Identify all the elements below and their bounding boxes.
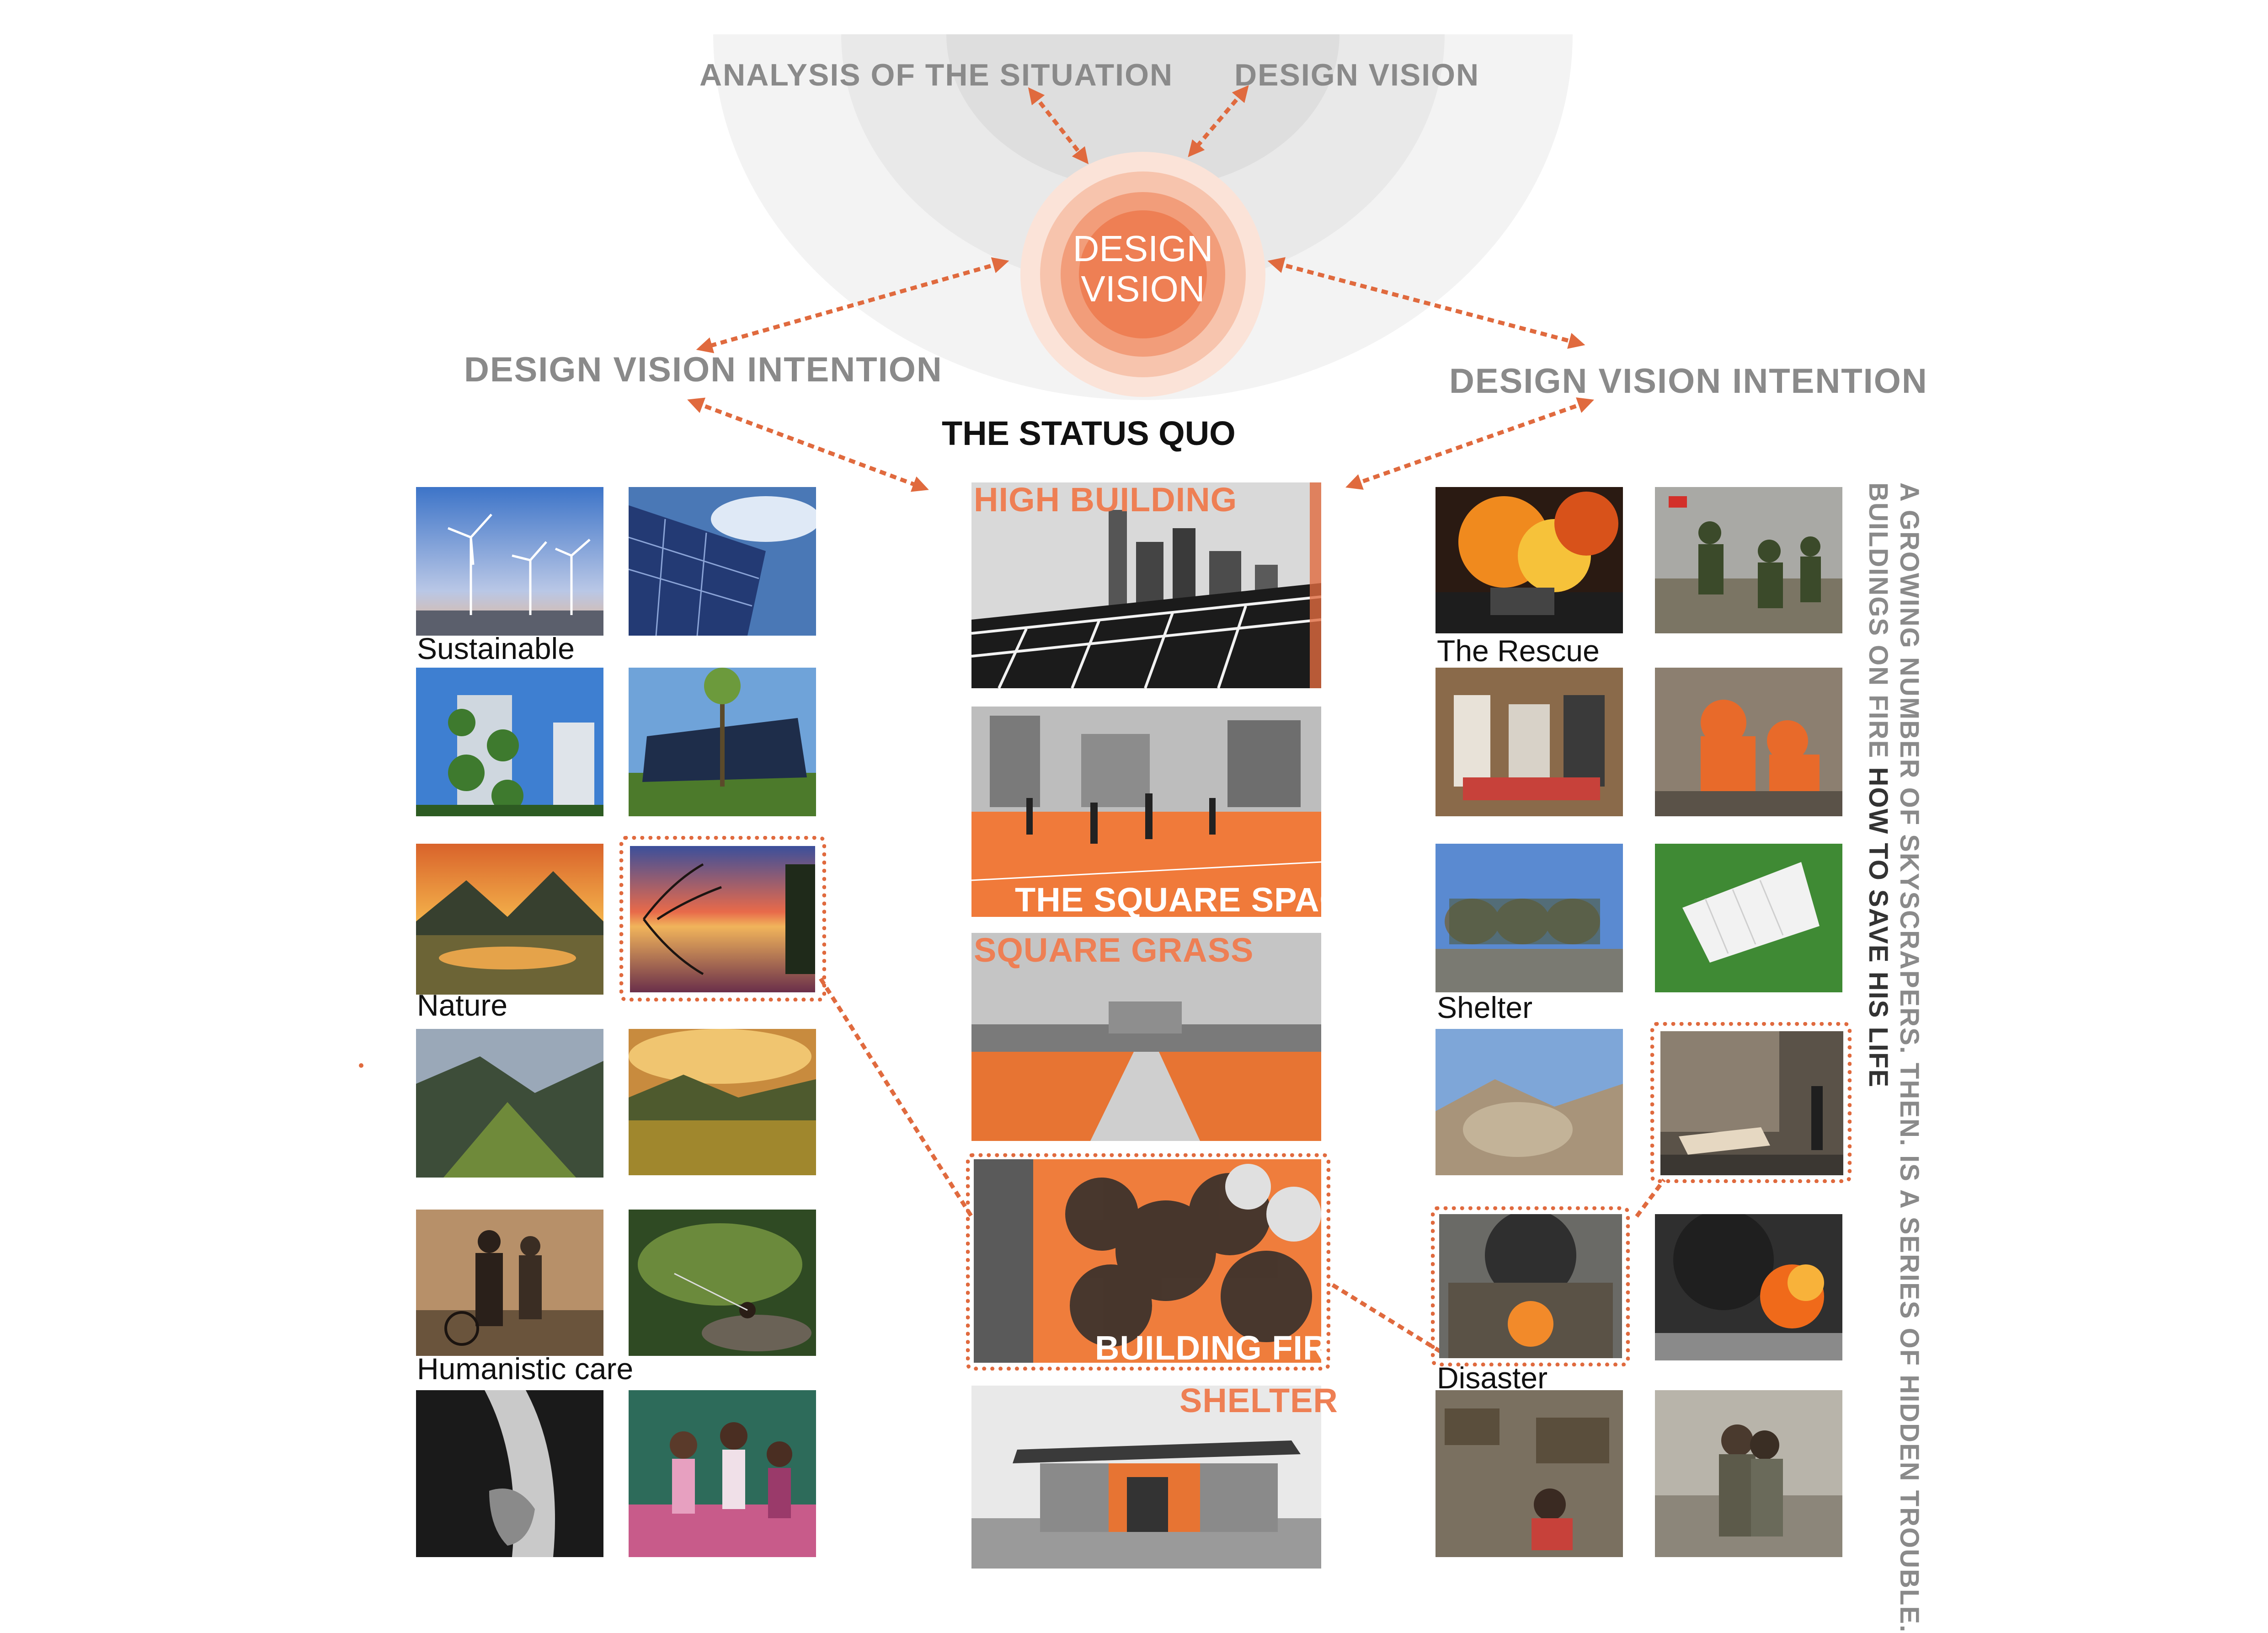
photo-street-shelter [1660, 1031, 1843, 1175]
photo-tree-reflection [630, 846, 815, 992]
photo-green-tower [416, 668, 603, 816]
photo-golden-meadow [629, 1029, 816, 1175]
photo-dome-shelter [1436, 1029, 1623, 1175]
photo-square-space [971, 707, 1321, 917]
arrow-left-status [687, 397, 929, 492]
label-sustainable: Sustainable [417, 632, 575, 665]
highlight-disaster [1431, 1206, 1630, 1366]
arrow-right-status [1345, 397, 1594, 490]
photo-soldiers-rubble [1655, 487, 1842, 633]
banner-building-fire: BUILDING FIRE [1095, 1329, 1351, 1367]
arrow-vision-top [1188, 85, 1249, 157]
arrow-analysis [1028, 87, 1089, 165]
intention-left-heading: DESIGN VISION INTENTION [464, 350, 943, 389]
center-title: DESIGN VISION [1015, 229, 1271, 309]
label-the-rescue: The Rescue [1437, 634, 1600, 668]
vertical-caption: A GROWING NUMBER OF SKYSCRAPERS. THEN. I… [1862, 482, 1925, 1633]
photo-building-fire [974, 1159, 1321, 1363]
label-nature: Nature [417, 988, 508, 1022]
photo-photographer [416, 1210, 603, 1356]
link-disaster-shelter [1635, 1178, 1666, 1218]
photo-wind-turbines [416, 487, 603, 636]
photo-oil-fire [1655, 1214, 1842, 1360]
vertical-caption-line1: A GROWING NUMBER OF SKYSCRAPERS. THEN. I… [1894, 482, 1924, 1633]
design-vision-circle [1020, 152, 1265, 397]
photo-solar-panels [629, 487, 816, 636]
photo-embrace-ruins [1655, 1390, 1842, 1557]
analysis-heading: ANALYSIS OF THE SITUATION [699, 58, 1174, 92]
photo-square-grass [971, 933, 1321, 1141]
banner-high-building: HIGH BUILDING [974, 481, 1238, 519]
status-quo-heading: THE STATUS QUO [942, 414, 1236, 452]
photo-pipe-shelter [1436, 844, 1623, 992]
photo-fisherman [629, 1210, 816, 1356]
intention-right-heading: DESIGN VISION INTENTION [1449, 362, 1928, 401]
photo-green-valley [416, 1029, 603, 1178]
label-humanistic-care: Humanistic care [417, 1352, 634, 1386]
photo-city-fire [1439, 1214, 1622, 1358]
highlight-building-fire [966, 1153, 1330, 1371]
label-disaster: Disaster [1437, 1361, 1548, 1395]
photo-high-building [971, 482, 1321, 688]
photo-children [629, 1390, 816, 1557]
photo-firefighters [1655, 668, 1842, 816]
vertical-caption-line2: BUILDINGS ON FIRE HOW TO SAVE HIS LIFE [1862, 482, 1894, 1580]
photo-folding-tent [1655, 844, 1842, 992]
photo-solar-tree [629, 668, 816, 816]
banner-shelter: SHELTER [1179, 1381, 1338, 1419]
highlight-shelter [1650, 1022, 1852, 1183]
vertical-caption-plain: BUILDINGS ON FIRE [1863, 482, 1893, 767]
link-nature-fire [819, 977, 973, 1218]
center-title-line1: DESIGN [1073, 228, 1213, 269]
center-title-line2: VISION [1081, 268, 1205, 309]
photo-holding-hands [416, 1390, 603, 1557]
photo-mountain-lake [416, 844, 603, 995]
photo-tsunami-aftermath [1436, 1390, 1623, 1557]
photo-fire-rescue [1436, 487, 1623, 633]
highlight-nature [619, 836, 826, 1001]
vertical-caption-bold: HOW TO SAVE HIS LIFE [1863, 767, 1893, 1088]
arrow-right-intention [1267, 257, 1585, 349]
banner-square-grass: SQUARE GRASS [974, 931, 1254, 969]
arrow-left-intention [696, 257, 1009, 353]
photo-shelter-container [971, 1386, 1321, 1569]
label-shelter: Shelter [1437, 991, 1533, 1024]
banner-square-space: THE SQUARE SPACE [1015, 881, 1368, 919]
photo-medical-rescue [1436, 668, 1623, 816]
design-vision-heading: DESIGN VISION [1234, 58, 1480, 92]
